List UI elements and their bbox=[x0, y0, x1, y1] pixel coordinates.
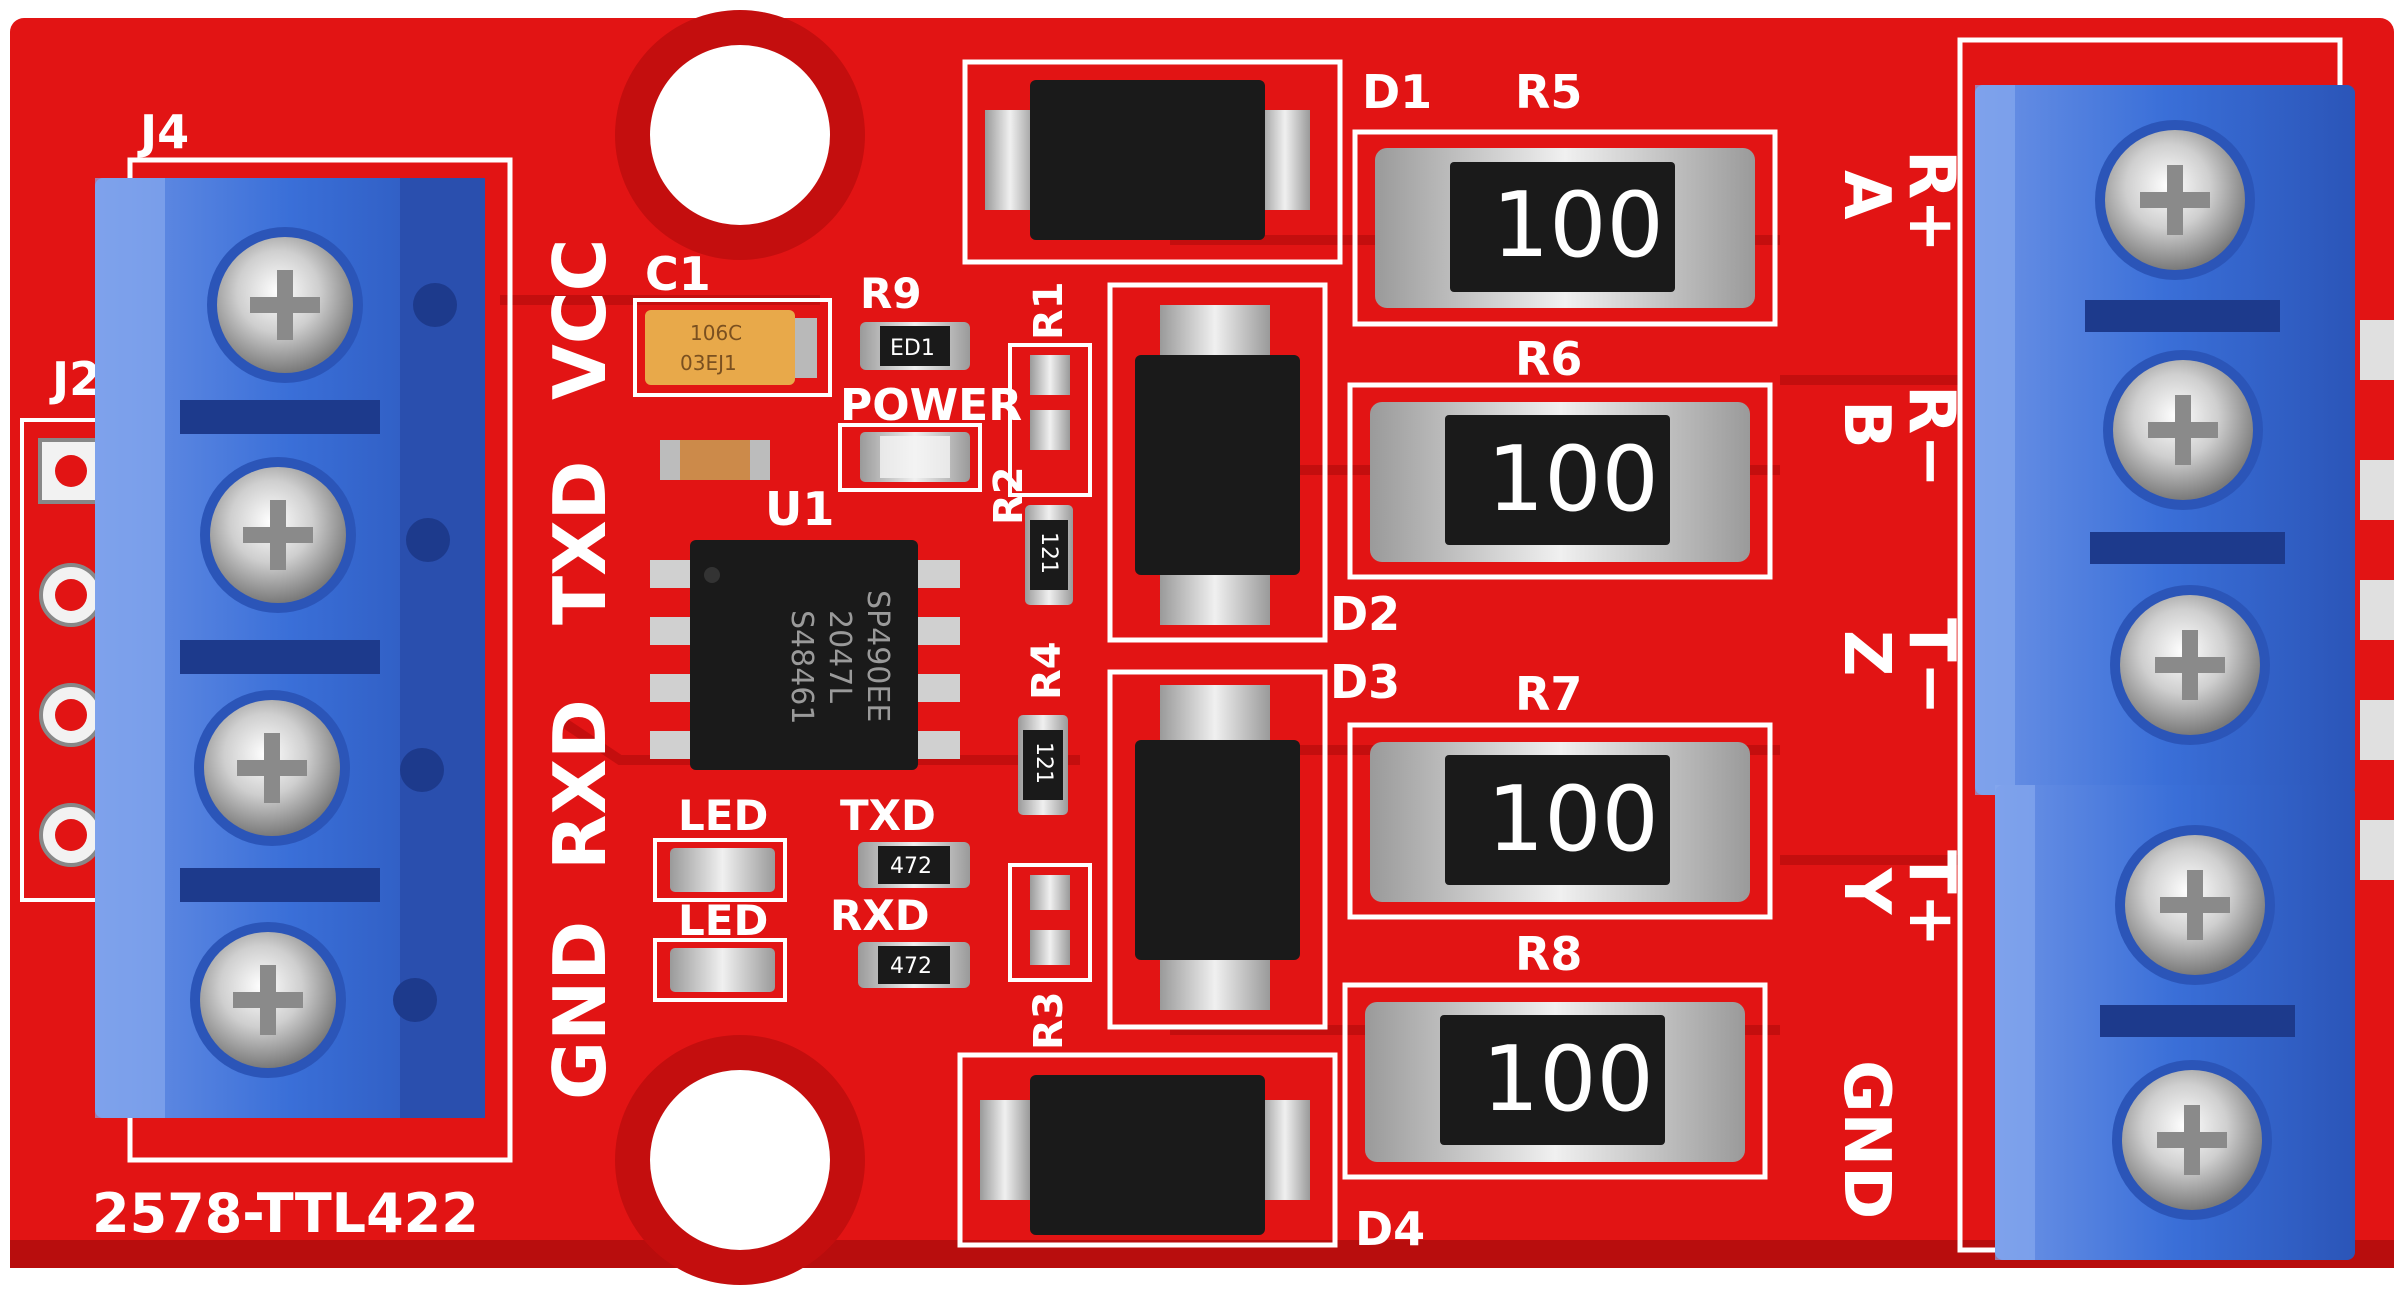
label-d4: D4 bbox=[1355, 1202, 1425, 1256]
label-r2: R2 bbox=[986, 466, 1032, 525]
label-led-2: LED bbox=[678, 896, 768, 945]
resistor-r6: 100 bbox=[1347, 382, 1773, 580]
label-led-1: LED bbox=[678, 791, 768, 840]
svg-text:100: 100 bbox=[1487, 767, 1659, 872]
label-r7: R7 bbox=[1515, 667, 1582, 721]
mounting-hole-top bbox=[615, 10, 865, 260]
svg-text:106C: 106C bbox=[690, 321, 742, 345]
resistor-r1 bbox=[1008, 343, 1092, 497]
label-out-y: Y bbox=[1829, 867, 1903, 915]
label-out-a: A bbox=[1829, 170, 1903, 220]
screw-j4-4 bbox=[190, 922, 346, 1078]
screw-right-1 bbox=[2095, 120, 2255, 280]
label-rxd-led: RXD bbox=[830, 891, 930, 940]
label-pin-gnd: GND bbox=[538, 921, 622, 1100]
label-out-r-minus: R− bbox=[1894, 385, 1968, 488]
label-out-r-plus: R+ bbox=[1894, 150, 1968, 253]
label-r3: R3 bbox=[1026, 991, 1072, 1050]
screw-right-4 bbox=[2115, 825, 2275, 985]
svg-text:ED1: ED1 bbox=[890, 336, 935, 361]
label-out-gnd: GND bbox=[1829, 1060, 1903, 1219]
led-rxd bbox=[653, 938, 787, 1002]
resistor-rxd: 472 bbox=[858, 942, 970, 988]
svg-text:100: 100 bbox=[1487, 427, 1659, 532]
label-out-t-minus: T− bbox=[1894, 618, 1968, 715]
svg-text:03EJ1: 03EJ1 bbox=[680, 351, 737, 375]
label-r8: R8 bbox=[1515, 927, 1582, 981]
resistor-r4: 121 bbox=[1018, 715, 1068, 815]
label-r9: R9 bbox=[860, 269, 922, 318]
svg-text:100: 100 bbox=[1492, 173, 1664, 278]
svg-text:472: 472 bbox=[890, 954, 932, 979]
diode-d3 bbox=[1107, 669, 1328, 1030]
terminal-block-j4 bbox=[95, 178, 485, 1118]
screw-j4-3 bbox=[194, 690, 350, 846]
capacitor-c1: 106C 03EJ1 bbox=[645, 310, 817, 385]
screw-right-5 bbox=[2112, 1060, 2272, 1220]
led-power bbox=[860, 432, 970, 482]
resistor-txd: 472 bbox=[858, 842, 970, 888]
diode-d2 bbox=[1107, 282, 1328, 643]
pcb-substrate bbox=[10, 18, 2394, 1268]
svg-text:SP490EE: SP490EE bbox=[860, 590, 895, 722]
svg-text:472: 472 bbox=[890, 854, 932, 879]
resistor-r7: 100 bbox=[1347, 722, 1773, 920]
capacitor-small bbox=[660, 440, 770, 480]
label-d3: D3 bbox=[1330, 655, 1400, 709]
label-c1: C1 bbox=[645, 247, 711, 301]
silk-outline-power-led bbox=[838, 423, 982, 492]
label-power: POWER bbox=[840, 380, 1022, 431]
label-txd-led: TXD bbox=[840, 791, 936, 840]
label-d1: D1 bbox=[1362, 65, 1432, 119]
resistor-r3 bbox=[1008, 863, 1092, 982]
label-pin-txd: TXD bbox=[538, 461, 622, 625]
label-j2: J2 bbox=[49, 352, 101, 406]
svg-text:121: 121 bbox=[1036, 532, 1061, 574]
label-d2: D2 bbox=[1330, 587, 1400, 641]
label-out-t-plus: T+ bbox=[1894, 850, 1968, 947]
ic-u1: SP490EE 2047L S48461 bbox=[650, 540, 960, 770]
resistor-r9: ED1 bbox=[860, 322, 970, 370]
svg-text:2047L: 2047L bbox=[822, 610, 857, 703]
resistor-r2: 121 bbox=[1025, 505, 1073, 605]
screw-j4-1 bbox=[207, 227, 363, 383]
label-out-b: B bbox=[1829, 400, 1903, 449]
label-out-z: Z bbox=[1829, 630, 1903, 676]
mounting-hole-bottom bbox=[615, 1035, 865, 1285]
led-txd bbox=[653, 838, 787, 902]
resistor-r8: 100 bbox=[1342, 982, 1768, 1180]
screw-right-2 bbox=[2103, 350, 2263, 510]
diode-d4 bbox=[957, 1052, 1338, 1248]
silk-outline-c1 bbox=[633, 298, 832, 397]
screw-j4-2 bbox=[200, 457, 356, 613]
label-r1: R1 bbox=[1026, 281, 1072, 340]
screw-right-3 bbox=[2110, 585, 2270, 745]
diode-d1 bbox=[962, 59, 1343, 265]
label-pin-vcc: VCC bbox=[538, 239, 622, 400]
svg-text:121: 121 bbox=[1031, 742, 1056, 784]
label-r6: R6 bbox=[1515, 332, 1582, 386]
header-right-edge bbox=[2360, 320, 2394, 880]
svg-text:100: 100 bbox=[1482, 1027, 1654, 1132]
label-pin-rxd: RXD bbox=[538, 699, 622, 870]
svg-text:S48461: S48461 bbox=[784, 610, 819, 724]
label-board-name: 2578-TTL422 bbox=[92, 1182, 479, 1245]
label-u1: U1 bbox=[765, 482, 834, 536]
resistor-r5: 100 bbox=[1352, 129, 1778, 327]
label-j4: J4 bbox=[137, 105, 189, 159]
label-r5: R5 bbox=[1515, 65, 1582, 119]
label-r4: R4 bbox=[1024, 641, 1070, 700]
